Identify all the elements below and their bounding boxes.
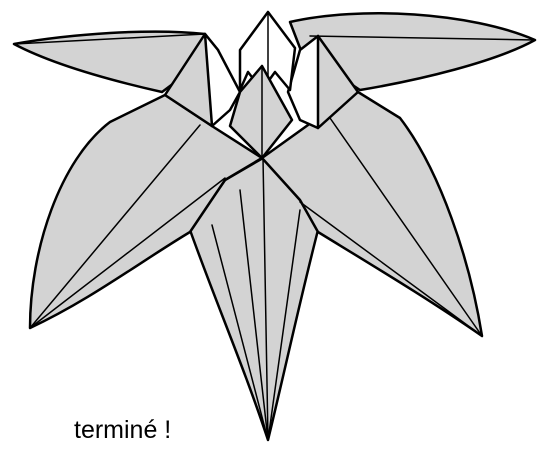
caption-finished: terminé !: [74, 418, 171, 443]
